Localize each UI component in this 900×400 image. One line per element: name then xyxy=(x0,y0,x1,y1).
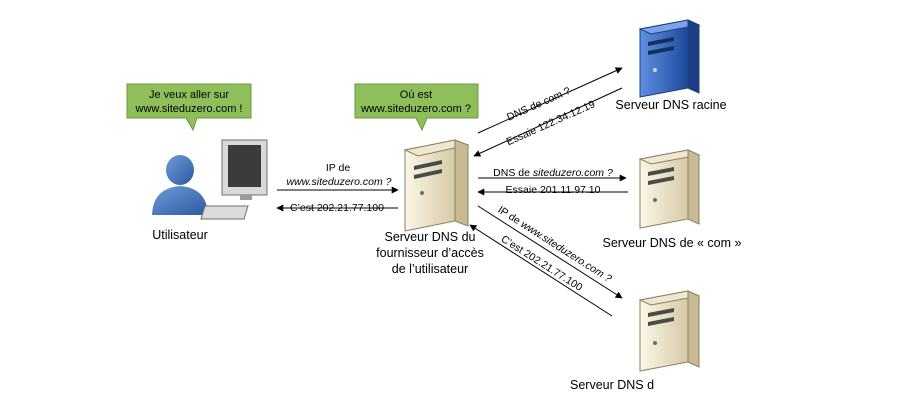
com-label: Serveur DNS de « com » xyxy=(603,236,742,250)
isp-speech-bubble: Où est www.siteduzero.com ? xyxy=(354,83,479,132)
isp-label-line3: de l’utilisateur xyxy=(392,262,468,276)
site-label: Serveur DNS d xyxy=(570,378,654,392)
site-query-arrow xyxy=(477,205,623,299)
com-query-prefix: DNS de xyxy=(493,167,533,179)
isp-bubble-line2: www.siteduzero.com ? xyxy=(360,103,471,115)
user-bubble-line2: www.siteduzero.com ! xyxy=(135,103,243,115)
isp-label-line1: Serveur DNS du xyxy=(384,230,475,244)
user-reply-label: C’est 202.21.77.100 xyxy=(290,202,384,214)
com-server-icon xyxy=(638,149,701,229)
user-query-line2: www.siteduzero.com ? xyxy=(286,176,391,188)
com-reply-label: Essaie 201.11.97.10 xyxy=(506,184,601,196)
root-server-icon xyxy=(638,19,701,98)
user-query-line1: IP de xyxy=(326,162,350,174)
user-label: Utilisateur xyxy=(152,228,208,242)
com-query-domain: siteduzero.com ? xyxy=(533,167,613,179)
user-speech-bubble: Je veux aller sur www.siteduzero.com ! xyxy=(126,83,252,132)
root-query-arrow xyxy=(477,67,623,134)
root-reply-arrow xyxy=(473,87,623,157)
com-query-label: DNS de siteduzero.com ? xyxy=(493,167,613,179)
site-reply-arrow xyxy=(469,224,613,317)
isp-bubble-line1: Où est xyxy=(400,89,432,101)
root-label: Serveur DNS racine xyxy=(615,98,726,112)
site-server-icon xyxy=(638,290,701,372)
isp-label-line2: fournisseur d’accès xyxy=(376,246,484,260)
user-computer-icon xyxy=(152,139,268,220)
isp-server-icon xyxy=(403,139,470,232)
user-bubble-line1: Je veux aller sur xyxy=(149,89,229,101)
